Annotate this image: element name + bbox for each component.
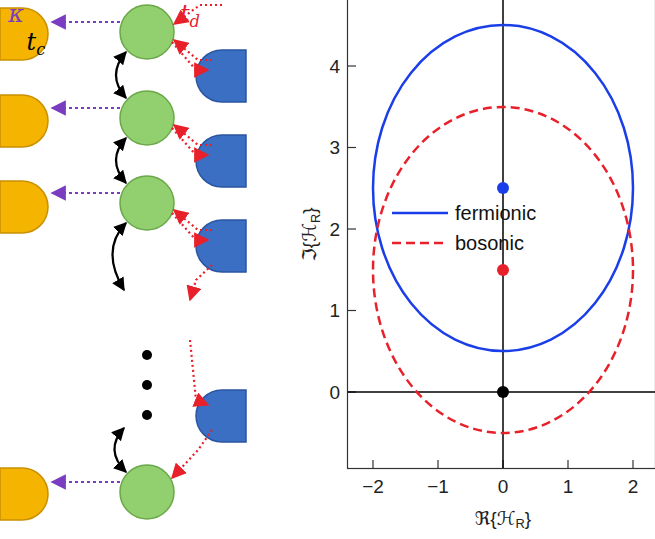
coupling-symbol: tc: [27, 30, 46, 58]
axis-line: [348, 0, 655, 468]
legend-text: fermionic: [455, 202, 536, 224]
coupling-symbol-text: d: [190, 12, 200, 31]
bosonic-point: [497, 264, 509, 276]
tick-label-text: 0: [498, 476, 509, 497]
legend-text: bosonic: [455, 232, 524, 254]
tick-label-text: 0: [329, 382, 340, 403]
fermionic-curve: [373, 25, 633, 351]
axis-title-text: }: [299, 207, 320, 213]
axis-title-text: ℑ{ℋ: [299, 223, 320, 261]
tick-marks: [348, 66, 633, 468]
dissipative-coupling-arrow: [172, 5, 222, 478]
tick-label: −2: [362, 477, 384, 496]
ellipsis-dots: [142, 350, 152, 420]
tick-label-text: 3: [329, 137, 340, 158]
tick-label: −1: [427, 477, 449, 496]
plot-frame: [348, 0, 655, 469]
tick-label: 0: [329, 383, 340, 402]
cavity-site: [120, 5, 174, 519]
legend-sample: [392, 242, 448, 245]
tick-label: 2: [329, 220, 340, 239]
tick-label-text: 1: [563, 476, 574, 497]
loss-reservoir: [0, 8, 48, 520]
tick-label: 3: [329, 138, 340, 157]
tick-label: 1: [563, 477, 574, 496]
axis-title-text: ℜ{ℋ: [475, 508, 516, 529]
hopping-arrow: [112, 52, 126, 472]
tick-label: 0: [498, 477, 509, 496]
loss-arrow: [52, 22, 120, 482]
coupling-symbol-text: c: [36, 40, 45, 59]
axis-title-text: R: [515, 516, 524, 531]
legend-entry: bosonic: [455, 233, 524, 253]
tick-label: 2: [628, 477, 639, 496]
tick-label-text: 4: [329, 56, 340, 77]
axis-title-text: R: [307, 213, 322, 222]
tick-label: 1: [329, 301, 340, 320]
tick-label-text: 2: [329, 219, 340, 240]
auxiliary-site: [196, 50, 246, 442]
axis-title: ℑ{ℋR}: [300, 207, 323, 261]
axis-title-text: }: [525, 508, 531, 529]
coupling-symbol-text: t: [27, 28, 37, 56]
coupling-symbol-text: t: [180, 0, 190, 28]
tick-label-text: −2: [362, 476, 384, 497]
tick-label: 4: [329, 57, 340, 76]
tick-label-text: 2: [628, 476, 639, 497]
tick-label-text: 1: [329, 300, 340, 321]
legend-sample: [392, 212, 448, 215]
legend-entry: fermionic: [455, 203, 536, 223]
bosonic-curve: [373, 107, 633, 433]
coupling-symbol-text: κ: [8, 0, 24, 28]
coupling-symbol: td: [180, 2, 200, 30]
tick-label-text: −1: [427, 476, 449, 497]
origin-point: [497, 386, 509, 398]
fermionic-point: [497, 182, 509, 194]
coupling-symbol: κ: [8, 2, 24, 26]
axis-title: ℜ{ℋR}: [475, 509, 531, 532]
